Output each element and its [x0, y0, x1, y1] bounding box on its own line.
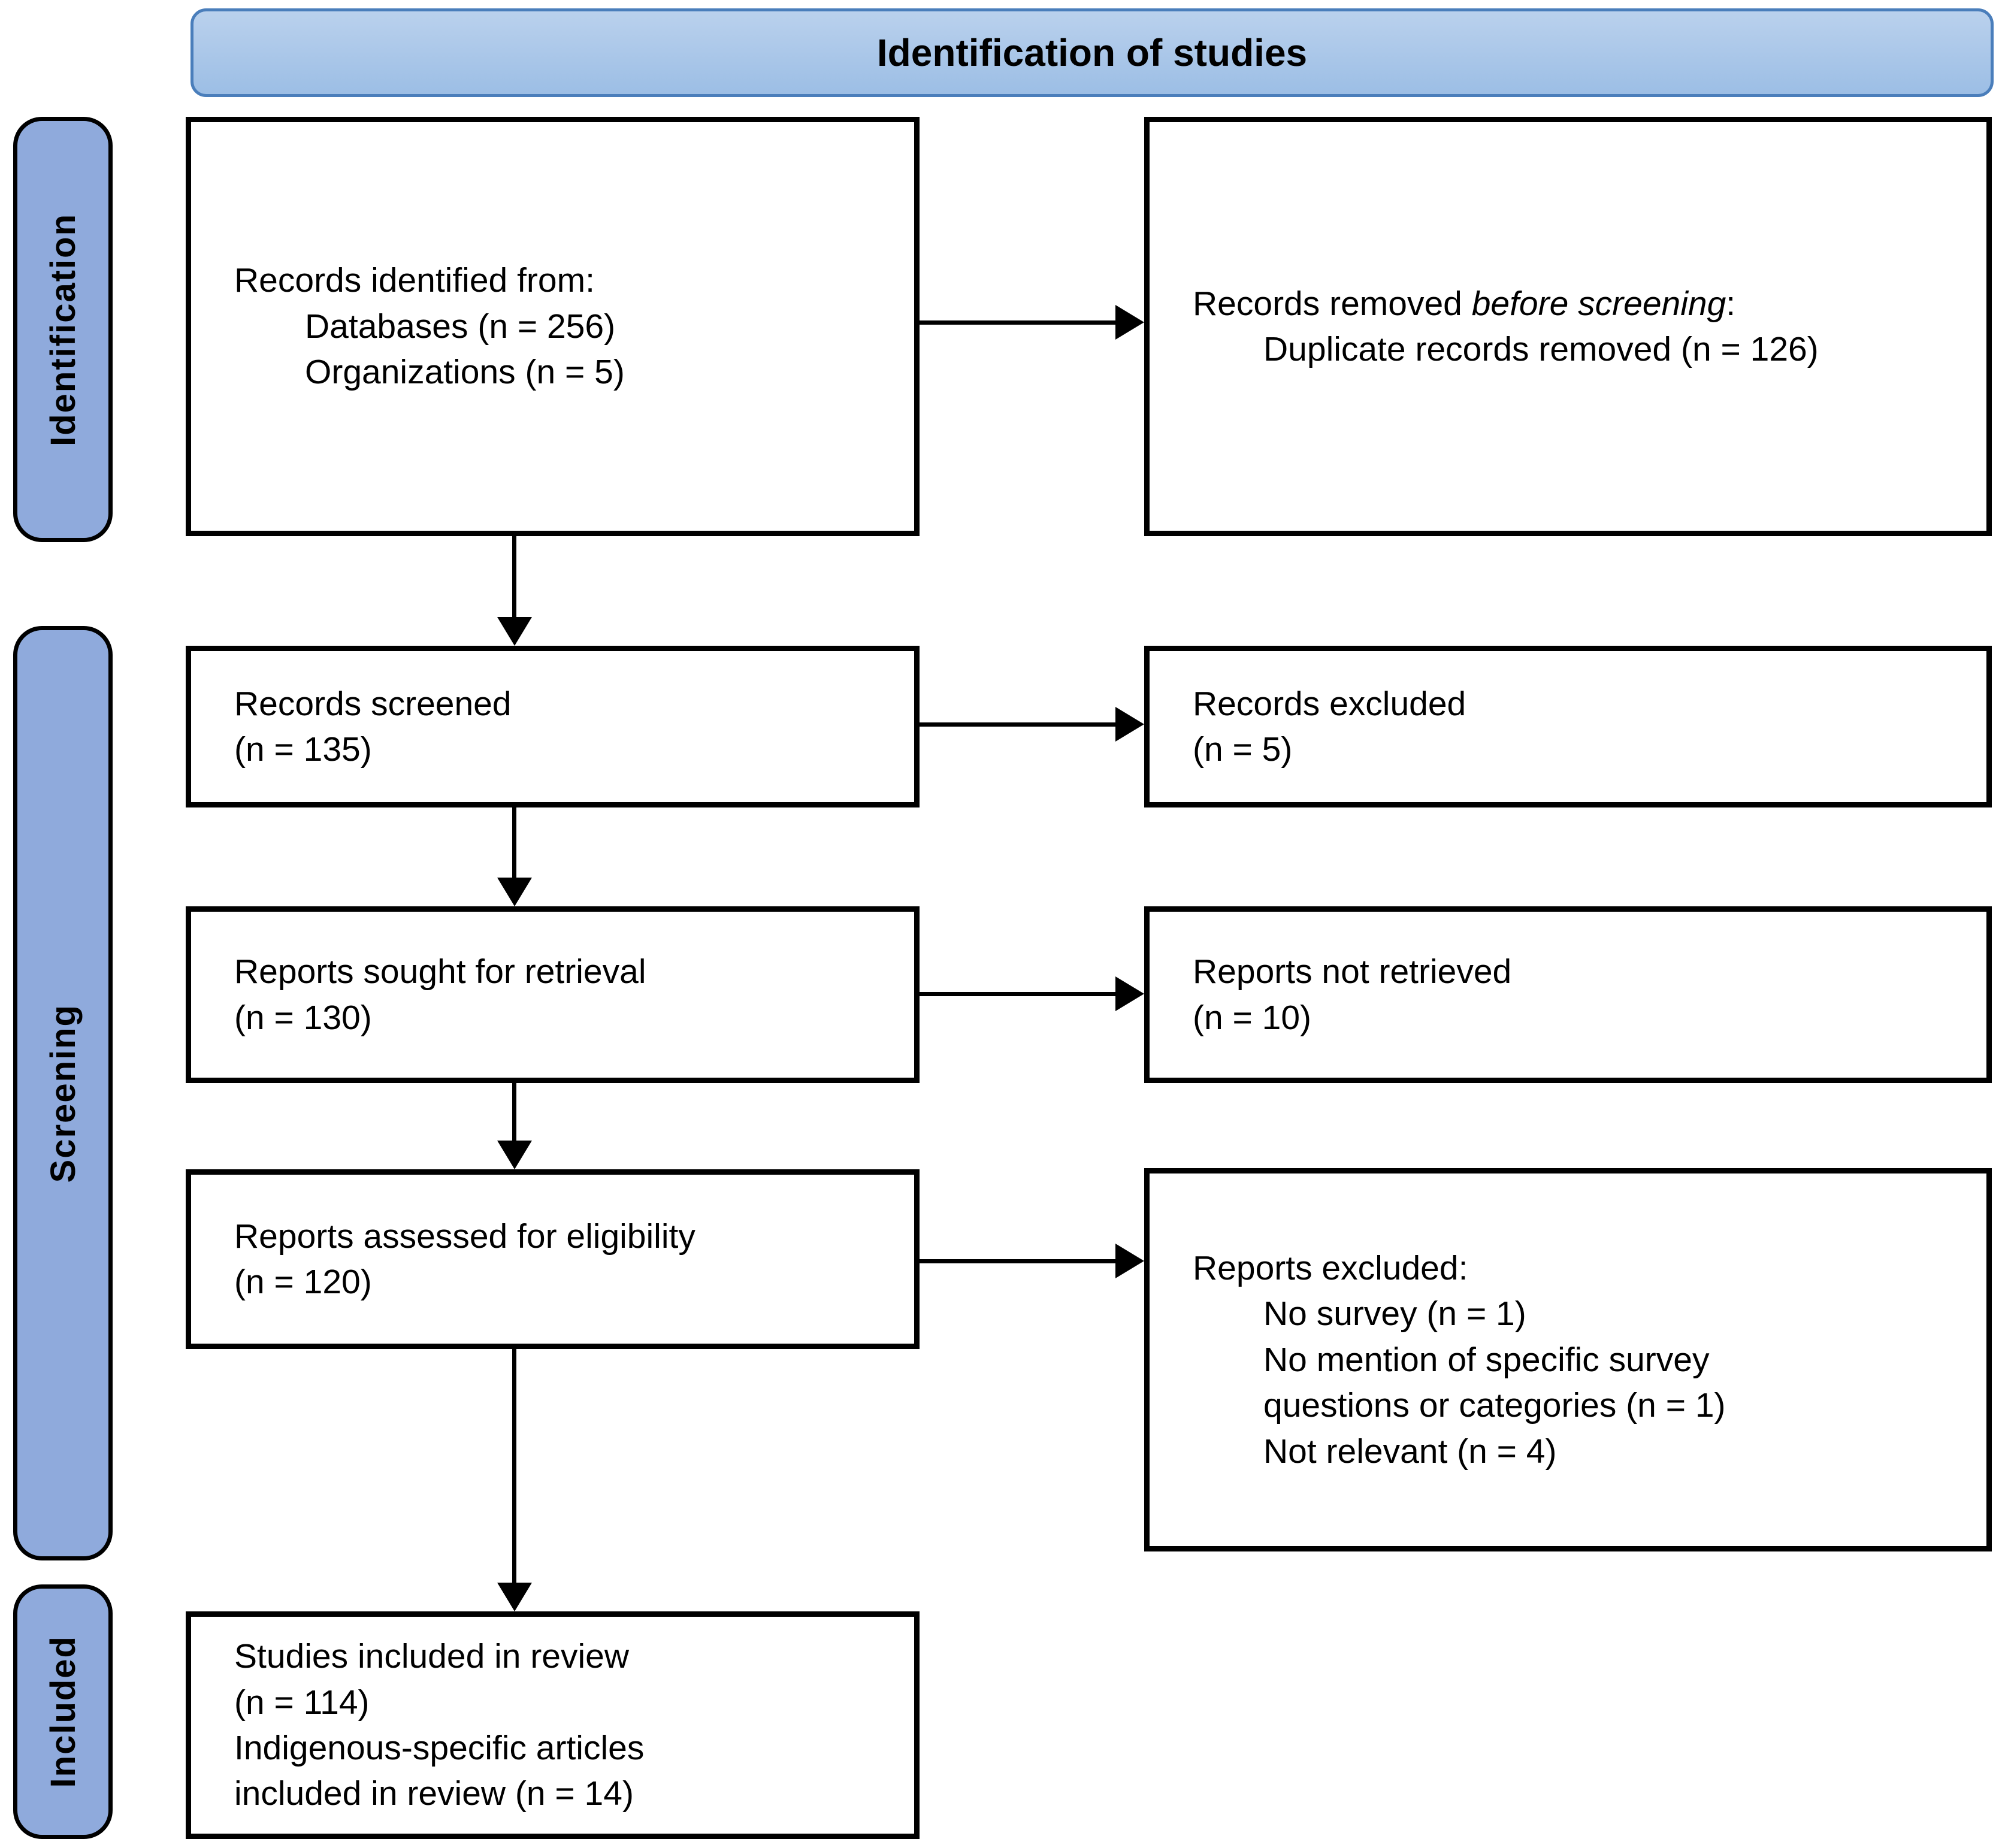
box-text-line: included in review (n = 14) [234, 1774, 634, 1813]
stage-label-included: Included [43, 1635, 83, 1788]
arrow-head-right-icon [1115, 707, 1144, 742]
arrow-shaft [920, 1259, 1118, 1263]
stage-label-identification: Identification [43, 213, 83, 446]
box-text-line: Not relevant (n = 4) [1263, 1432, 1557, 1471]
box-text-line: (n = 114) [234, 1683, 370, 1722]
box-text-emphasis: before screening [1471, 284, 1726, 323]
arrow-shaft [512, 1083, 516, 1143]
box-text-line: (n = 5) [1193, 730, 1293, 769]
box-text-line: Reports not retrieved [1193, 952, 1512, 991]
box-text-line: Databases (n = 256) [305, 307, 616, 346]
stage-pill-identification: Identification [13, 117, 113, 542]
arrow-shaft [920, 992, 1118, 996]
box-text-line: Records excluded [1193, 684, 1466, 723]
diagram-header-title: Identification of studies [876, 31, 1308, 74]
box-text-line: Records identified from: [234, 261, 595, 300]
arrow-head-down-icon [497, 1141, 532, 1169]
stage-pill-screening: Screening [13, 626, 113, 1560]
arrow-shaft [920, 320, 1118, 325]
box-records-removed: Records removed before screening: Duplic… [1144, 117, 1992, 536]
box-text-line: Duplicate records removed (n = 126) [1263, 330, 1819, 368]
stage-label-screening: Screening [43, 1003, 83, 1183]
box-text-line: Studies included in review [234, 1637, 630, 1676]
arrow-shaft [920, 722, 1118, 727]
arrow-head-right-icon [1115, 1244, 1144, 1278]
box-reports-excluded: Reports excluded: No survey (n = 1) No m… [1144, 1168, 1992, 1551]
arrow-shaft [512, 1349, 516, 1585]
box-records-screened: Records screened (n = 135) [186, 646, 920, 807]
diagram-header: Identification of studies [190, 8, 1994, 97]
box-reports-not-retrieved: Reports not retrieved (n = 10) [1144, 906, 1992, 1083]
arrow-shaft [512, 536, 516, 619]
box-studies-included: Studies included in review (n = 114) Ind… [186, 1611, 920, 1839]
box-text-line: Indigenous-specific articles [234, 1729, 645, 1767]
box-text-line: (n = 135) [234, 730, 372, 769]
arrow-head-down-icon [497, 617, 532, 646]
arrow-head-down-icon [497, 1583, 532, 1611]
box-text-segment: Records removed [1193, 284, 1472, 323]
box-records-identified: Records identified from: Databases (n = … [186, 117, 920, 536]
box-text-line: Reports excluded: [1193, 1249, 1468, 1288]
stage-pill-included: Included [13, 1584, 113, 1839]
box-records-excluded: Records excluded (n = 5) [1144, 646, 1992, 807]
box-text-line: Organizations (n = 5) [305, 353, 625, 392]
arrow-shaft [512, 807, 516, 880]
box-text-line: No survey (n = 1) [1263, 1294, 1526, 1333]
box-text-line: (n = 130) [234, 998, 372, 1037]
box-text-line: Records removed before screening: [1193, 281, 1968, 326]
box-text-line: Reports assessed for eligibility [234, 1217, 695, 1256]
box-text-line: (n = 120) [234, 1263, 372, 1301]
box-text-line: Reports sought for retrieval [234, 952, 646, 991]
box-text-line: (n = 10) [1193, 998, 1312, 1037]
arrow-head-right-icon [1115, 305, 1144, 340]
box-text-line: No mention of specific survey questions … [1263, 1340, 1726, 1425]
box-text-segment: : [1726, 284, 1736, 323]
box-reports-assessed: Reports assessed for eligibility (n = 12… [186, 1169, 920, 1349]
box-text-line: Records screened [234, 684, 512, 723]
arrow-head-right-icon [1115, 976, 1144, 1011]
box-reports-sought: Reports sought for retrieval (n = 130) [186, 906, 920, 1083]
arrow-head-down-icon [497, 878, 532, 906]
